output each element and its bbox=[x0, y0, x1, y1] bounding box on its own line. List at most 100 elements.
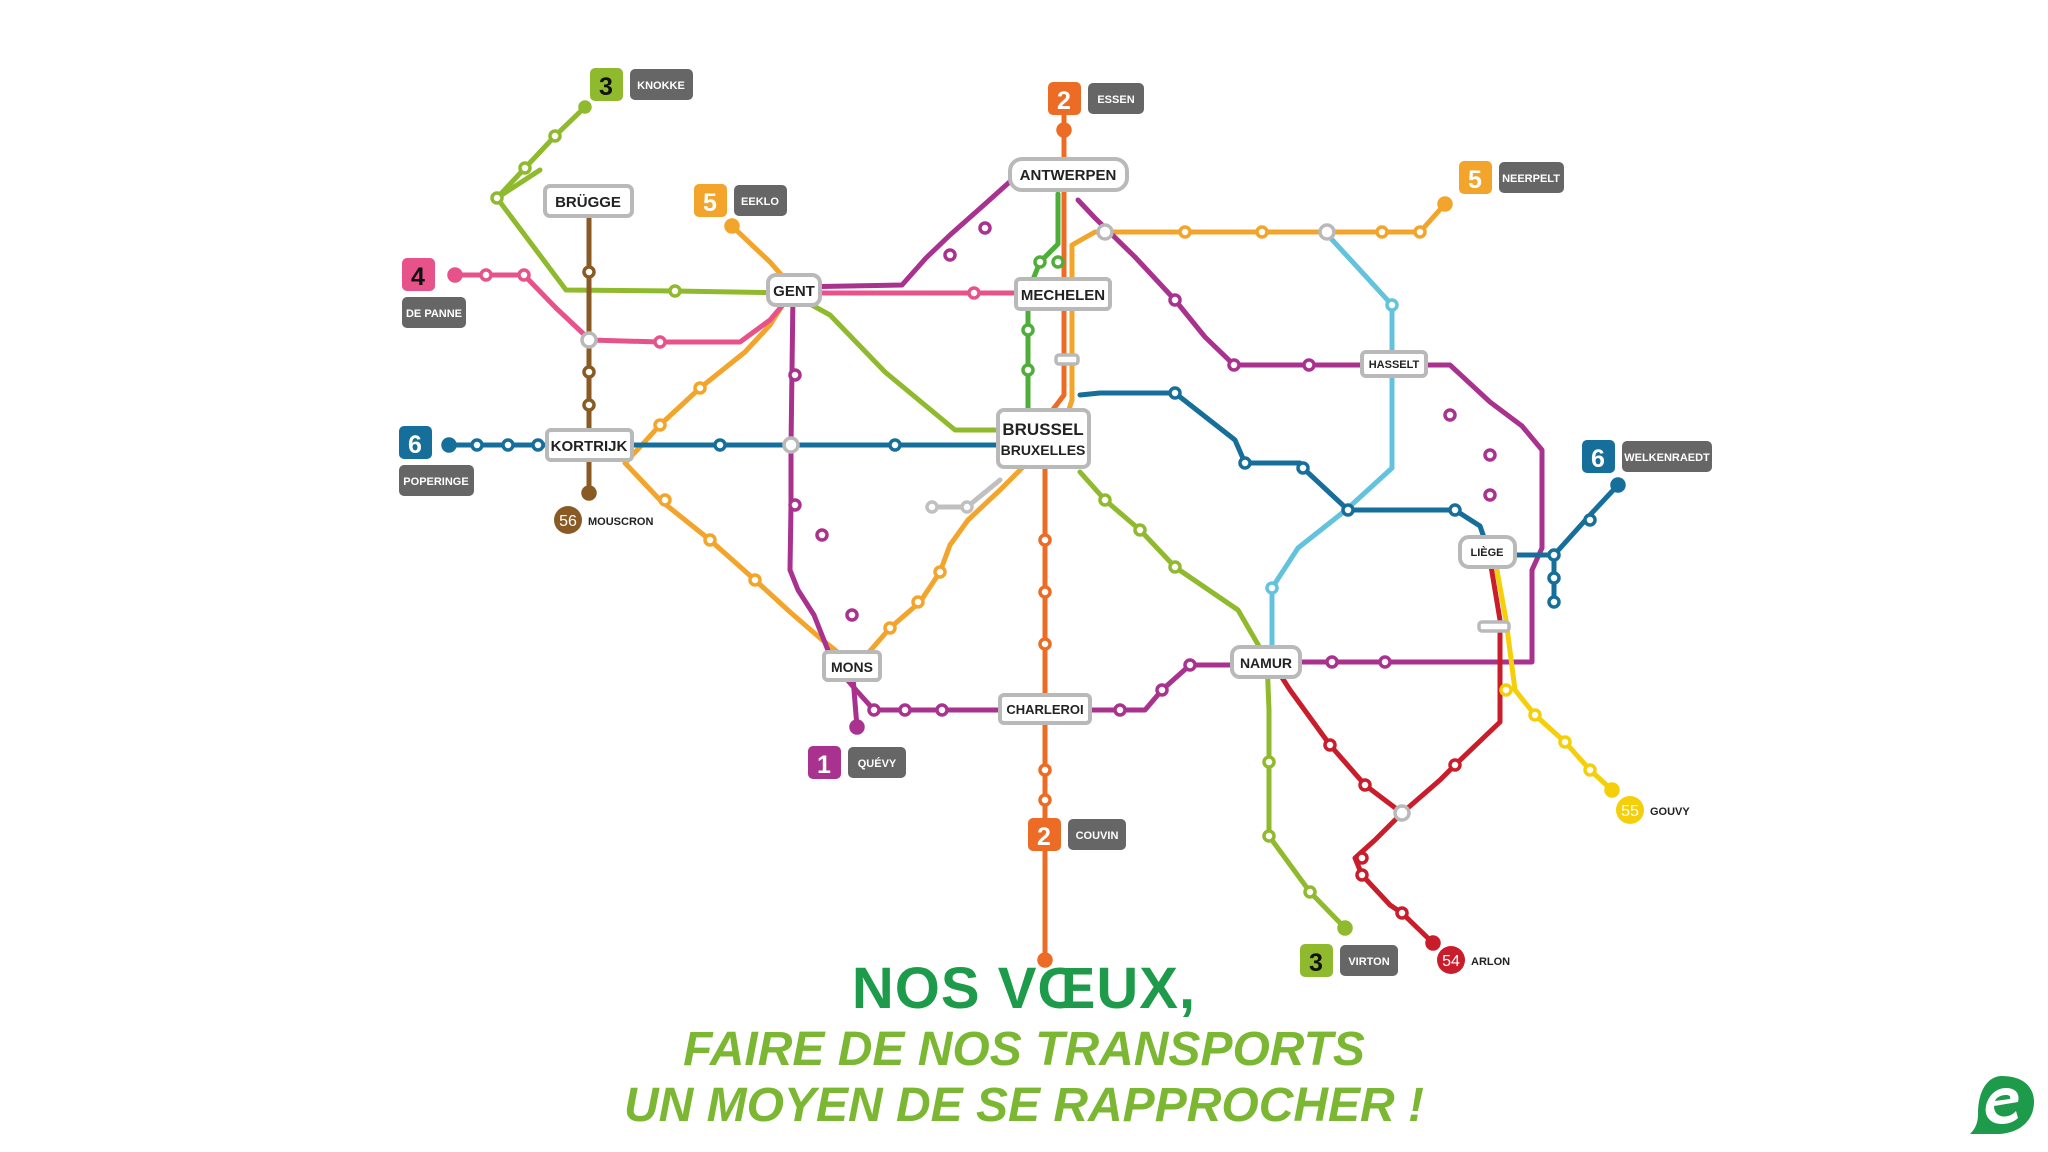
line-number: 1 bbox=[817, 751, 831, 779]
stop-marker bbox=[1448, 758, 1462, 772]
stop-marker bbox=[898, 703, 912, 717]
line-6-segment bbox=[1077, 390, 1621, 558]
terminal-label: ARLON bbox=[1471, 956, 1510, 968]
terminal-label: NEERPELT bbox=[1502, 173, 1560, 185]
station-antwerpen[interactable]: ANTWERPEN bbox=[1008, 157, 1129, 192]
terminal-virton[interactable]: 3 VIRTON bbox=[1300, 944, 1398, 977]
stop-marker bbox=[1558, 735, 1572, 749]
terminal-couvin[interactable]: 2 COUVIN bbox=[1028, 818, 1126, 851]
terminal-quevy[interactable]: 1 QUÉVY bbox=[808, 746, 906, 779]
stop-marker bbox=[1395, 906, 1409, 920]
line-54-segment bbox=[1269, 557, 1503, 816]
line-number: 6 bbox=[408, 431, 422, 459]
stop-marker bbox=[1448, 503, 1462, 517]
terminal-arlon[interactable]: 54 ARLON bbox=[1437, 946, 1510, 974]
terminal-poperinge[interactable]: 6 POPERINGE bbox=[399, 426, 474, 496]
station-namur[interactable]: NAMUR bbox=[1230, 645, 1302, 679]
stop-marker bbox=[1355, 868, 1369, 882]
terminal-label: QUÉVY bbox=[858, 757, 897, 770]
stop-marker bbox=[501, 438, 515, 452]
stop-marker bbox=[935, 703, 949, 717]
stop-marker bbox=[1413, 225, 1427, 239]
terminal-knokke[interactable]: 3 KNOKKE bbox=[590, 68, 693, 101]
stop-marker bbox=[582, 398, 596, 412]
stop-marker bbox=[1425, 935, 1441, 951]
terminal-label: VIRTON bbox=[1348, 956, 1389, 968]
stop-marker bbox=[517, 268, 531, 282]
stop-marker bbox=[1098, 493, 1112, 507]
stop-marker bbox=[578, 100, 592, 114]
terminal-label: MOUSCRON bbox=[588, 516, 653, 528]
stop-marker bbox=[1325, 655, 1339, 669]
terminal-label: DE PANNE bbox=[406, 308, 462, 320]
station-liege[interactable]: LIÈGE bbox=[1458, 535, 1517, 569]
station-gent[interactable]: GENT bbox=[766, 273, 822, 307]
stop-marker bbox=[1483, 488, 1497, 502]
station-label: BRÜGGE bbox=[555, 194, 621, 211]
stop-marker bbox=[1483, 448, 1497, 462]
line-3-segment bbox=[494, 167, 543, 201]
terminal-label: KNOKKE bbox=[637, 80, 685, 92]
terminal-label: EEKLO bbox=[741, 196, 779, 208]
stop-marker bbox=[1038, 533, 1052, 547]
stop-marker bbox=[1178, 225, 1192, 239]
terminal-neerpelt[interactable]: 5 NEERPELT bbox=[1459, 161, 1564, 194]
stop-marker bbox=[1038, 763, 1052, 777]
headline-subtitle-line2: UN MOYEN DE SE RAPPROCHER ! bbox=[623, 1079, 1425, 1132]
stop-marker bbox=[1583, 763, 1597, 777]
stop-marker bbox=[518, 161, 532, 175]
terminal-mouscron[interactable]: 56 MOUSCRON bbox=[554, 506, 653, 534]
station-kortrijk[interactable]: KORTRIJK bbox=[545, 428, 634, 462]
line-number: 55 bbox=[1621, 803, 1639, 820]
line-number: 4 bbox=[411, 263, 425, 291]
stop-marker bbox=[933, 565, 947, 579]
stop-marker bbox=[1547, 595, 1561, 609]
terminal-gouvy[interactable]: 55 GOUVY bbox=[1616, 796, 1690, 824]
station-hasselt[interactable]: HASSELT bbox=[1360, 350, 1428, 378]
stop-marker bbox=[1358, 778, 1372, 792]
stop-marker bbox=[1437, 196, 1453, 212]
stop-marker bbox=[653, 418, 667, 432]
terminal-welkenraedt[interactable]: 6 WELKENRAEDT bbox=[1582, 440, 1712, 473]
interchange-marker bbox=[1477, 620, 1511, 633]
station-charleroi[interactable]: CHARLEROI bbox=[998, 693, 1092, 725]
stop-marker bbox=[1547, 548, 1561, 562]
stop-marker bbox=[925, 500, 939, 514]
stop-marker bbox=[1021, 323, 1035, 337]
station-brugge[interactable]: BRÜGGE bbox=[543, 184, 634, 218]
terminal-eeklo[interactable]: 5 EEKLO bbox=[694, 184, 787, 217]
interchange-marker bbox=[1393, 804, 1411, 822]
station-brussel[interactable]: BRUSSEL BRUXELLES bbox=[996, 408, 1091, 469]
stop-marker bbox=[658, 493, 672, 507]
stop-marker bbox=[1168, 386, 1182, 400]
stop-marker bbox=[1303, 885, 1317, 899]
terminal-depanne[interactable]: 4 DE PANNE bbox=[402, 258, 466, 328]
line-number: 54 bbox=[1442, 953, 1460, 970]
stop-marker bbox=[1604, 782, 1620, 798]
station-mons[interactable]: MONS bbox=[822, 650, 882, 682]
station-label: MECHELEN bbox=[1021, 287, 1105, 304]
interchange-marker bbox=[580, 331, 598, 349]
station-label: LIÈGE bbox=[1470, 546, 1503, 559]
stop-marker bbox=[1385, 298, 1399, 312]
stop-marker bbox=[1183, 658, 1197, 672]
line-number: 2 bbox=[1057, 87, 1071, 115]
stop-marker bbox=[1038, 637, 1052, 651]
line-3-segment bbox=[787, 290, 1013, 433]
stop-marker bbox=[1056, 122, 1072, 138]
station-mechelen[interactable]: MECHELEN bbox=[1014, 277, 1112, 311]
stop-marker bbox=[1302, 358, 1316, 372]
line-3-segment bbox=[1077, 469, 1348, 931]
stop-marker bbox=[748, 573, 762, 587]
line-number: 3 bbox=[1309, 949, 1323, 977]
stop-marker bbox=[1168, 293, 1182, 307]
line-cyan-segment bbox=[1269, 229, 1395, 665]
stop-marker bbox=[548, 129, 562, 143]
stop-marker bbox=[1341, 503, 1355, 517]
stop-marker bbox=[1021, 363, 1035, 377]
interchange-marker bbox=[782, 436, 800, 454]
terminal-essen[interactable]: 2 ESSEN bbox=[1048, 82, 1144, 115]
stop-marker bbox=[1323, 738, 1337, 752]
stop-marker bbox=[1038, 585, 1052, 599]
stop-marker bbox=[1238, 456, 1252, 470]
